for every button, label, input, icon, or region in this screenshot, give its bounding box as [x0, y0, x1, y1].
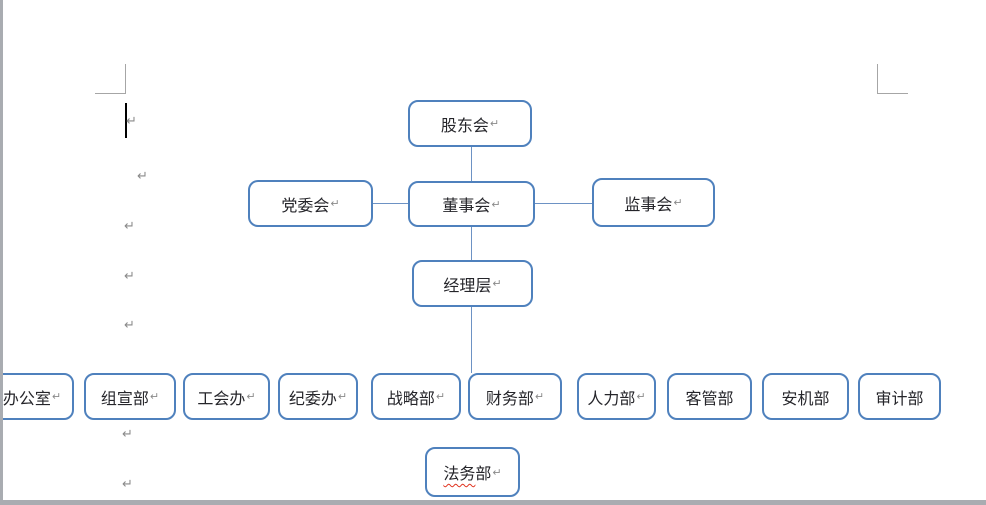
paragraph-mark-icon: ↵ — [435, 390, 446, 403]
paragraph-mark-icon: ↵ — [534, 390, 545, 403]
org-box-label: 工会办 — [197, 390, 246, 408]
org-box-label: 办公室 — [2, 390, 51, 408]
org-box-dept-labor-union[interactable]: 工会办 ↵ — [183, 373, 270, 420]
org-box-label: 党委会 — [281, 197, 330, 215]
org-box-label: 股东会 — [440, 117, 489, 135]
org-box-dept-strategy[interactable]: 战略部 ↵ — [371, 373, 461, 420]
org-box-shareholders[interactable]: 股东会 ↵ — [408, 100, 532, 147]
text-cursor — [125, 103, 127, 138]
connector-board-supervisory — [535, 203, 592, 204]
org-box-management[interactable]: 经理层 ↵ — [412, 260, 533, 307]
page-bottom-edge — [0, 500, 986, 505]
org-box-dept-audit[interactable]: 审计部 — [858, 373, 941, 420]
paragraph-mark-icon: ↵ — [149, 390, 160, 403]
paragraph-mark-icon: ↵ — [489, 117, 500, 130]
paragraph-mark-icon: ↵ — [246, 390, 256, 403]
paragraph-mark-icon: ↵ — [673, 196, 683, 209]
text-boundary-corner-top-right-icon — [877, 64, 908, 94]
connector-management-departments — [471, 307, 472, 373]
paragraph-mark-icon: ↵ — [124, 318, 135, 333]
spellcheck-underlined-text: 法务 — [443, 466, 476, 483]
org-box-dept-human-resources[interactable]: 人力部 ↵ — [577, 373, 656, 420]
org-box-supervisory-board[interactable]: 监事会 ↵ — [592, 178, 715, 227]
paragraph-mark-icon: ↵ — [124, 219, 135, 234]
org-box-legal-dept[interactable]: 法务部 ↵ — [425, 447, 520, 497]
org-box-label: 战略部 — [386, 390, 435, 408]
paragraph-mark-icon: ↵ — [126, 114, 137, 129]
paragraph-mark-icon: ↵ — [122, 477, 133, 492]
org-box-label: 经理层 — [443, 277, 492, 295]
org-box-label: 客管部 — [685, 390, 734, 408]
org-box-label: 法务部 — [443, 466, 492, 483]
connector-shareholders-board — [471, 147, 472, 182]
paragraph-mark-icon: ↵ — [492, 277, 502, 290]
paragraph-mark-icon: ↵ — [636, 390, 646, 403]
org-box-label: 组宣部 — [100, 390, 149, 408]
text-boundary-corner-top-left-icon — [95, 64, 126, 94]
paragraph-mark-icon: ↵ — [124, 269, 135, 284]
paragraph-mark-icon: ↵ — [51, 390, 62, 403]
org-box-label: 纪委办 — [288, 390, 337, 408]
paragraph-mark-icon: ↵ — [122, 427, 133, 442]
org-box-dept-organization-publicity[interactable]: 组宣部 ↵ — [84, 373, 176, 420]
paragraph-mark-icon: ↵ — [491, 197, 501, 211]
org-box-label: 财务部 — [485, 390, 534, 408]
org-box-label: 监事会 — [624, 196, 673, 214]
paragraph-mark-icon: ↵ — [337, 390, 348, 403]
org-box-label: 人力部 — [587, 390, 636, 408]
page-left-edge — [0, 0, 3, 505]
org-box-board[interactable]: 董事会 ↵ — [408, 181, 535, 227]
paragraph-mark-icon: ↵ — [492, 465, 502, 479]
org-box-dept-general-office[interactable]: 办公室 ↵ — [0, 373, 74, 420]
org-box-dept-finance[interactable]: 财务部 ↵ — [468, 373, 562, 420]
org-box-party-committee[interactable]: 党委会 ↵ — [248, 180, 373, 227]
paragraph-mark-icon: ↵ — [330, 197, 340, 210]
org-box-dept-safety-equipment[interactable]: 安机部 — [762, 373, 849, 420]
org-box-dept-customer-management[interactable]: 客管部 — [667, 373, 752, 420]
org-box-label: 审计部 — [875, 390, 924, 408]
org-box-label: 安机部 — [781, 390, 830, 408]
org-box-label: 董事会 — [442, 198, 491, 215]
org-box-dept-discipline[interactable]: 纪委办 ↵ — [278, 373, 358, 420]
paragraph-mark-icon: ↵ — [137, 169, 148, 184]
connector-party-board — [373, 203, 408, 204]
connector-board-management — [471, 227, 472, 260]
